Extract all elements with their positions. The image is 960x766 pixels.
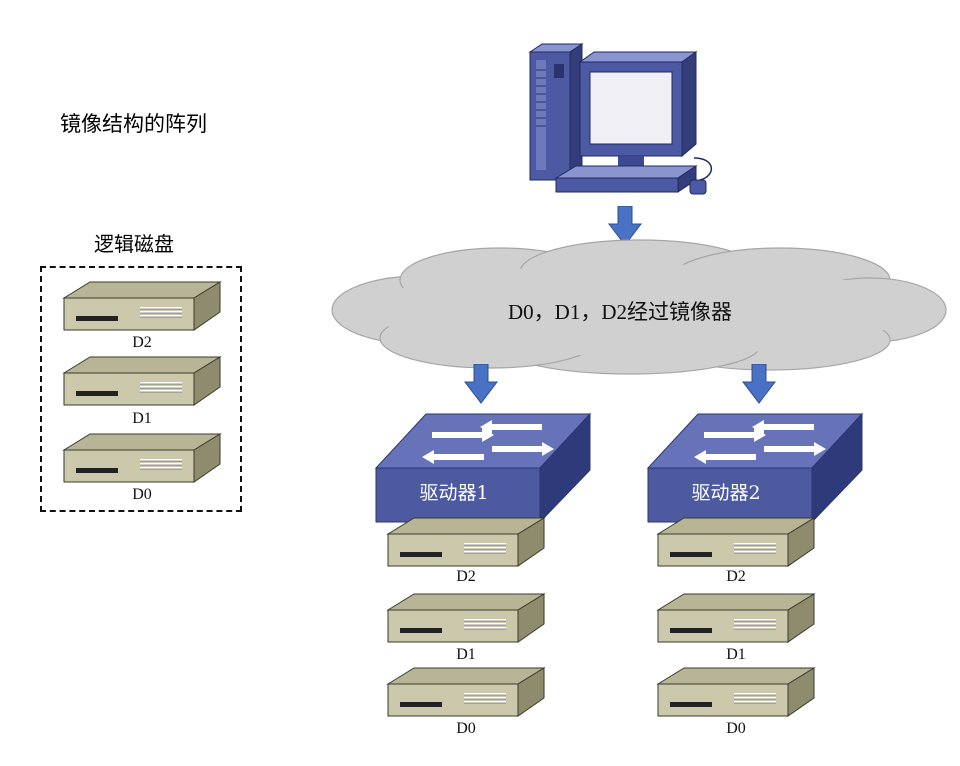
driver-1-disk-label-d1: D1 — [456, 646, 476, 663]
arrow-down-icon — [742, 364, 776, 404]
logical-disk-label-d0: D0 — [132, 486, 152, 503]
cloud-icon — [331, 239, 947, 375]
driver-2-disk-d1 — [656, 592, 816, 644]
driver-1-disk-label-d0: D0 — [456, 720, 476, 737]
driver-2-disk-label-d0: D0 — [726, 720, 746, 737]
logical-disk-d1 — [62, 355, 222, 407]
logical-disk-d2 — [62, 280, 222, 332]
driver-1-label: 驱动器1 — [419, 482, 489, 504]
logical-disk-group — [40, 266, 242, 512]
logical-disk-label-d2: D2 — [132, 334, 152, 351]
logical-disk-d0 — [62, 432, 222, 484]
driver-2-disk-label-d2: D2 — [726, 568, 746, 585]
logical-disk-label-d1: D1 — [132, 410, 152, 427]
computer-icon — [528, 43, 712, 195]
driver-2-disk-d2 — [656, 516, 816, 568]
driver-1-disk-d0 — [386, 666, 546, 718]
driver-1-disk-d1 — [386, 592, 546, 644]
driver-2-label: 驱动器2 — [691, 482, 761, 504]
cloud-label: D0，D1，D2经过镜像器 — [508, 300, 732, 324]
driver-2-switch-icon — [646, 412, 864, 524]
driver-1-disk-label-d2: D2 — [456, 568, 476, 585]
driver-1-switch-icon — [374, 412, 592, 524]
arrow-down-icon — [464, 364, 498, 404]
logical-disk-label: 逻辑磁盘 — [94, 232, 174, 256]
driver-2-disk-label-d1: D1 — [726, 646, 746, 663]
driver-2-disk-d0 — [656, 666, 816, 718]
diagram-title: 镜像结构的阵列 — [60, 112, 207, 136]
driver-1-disk-d2 — [386, 516, 546, 568]
